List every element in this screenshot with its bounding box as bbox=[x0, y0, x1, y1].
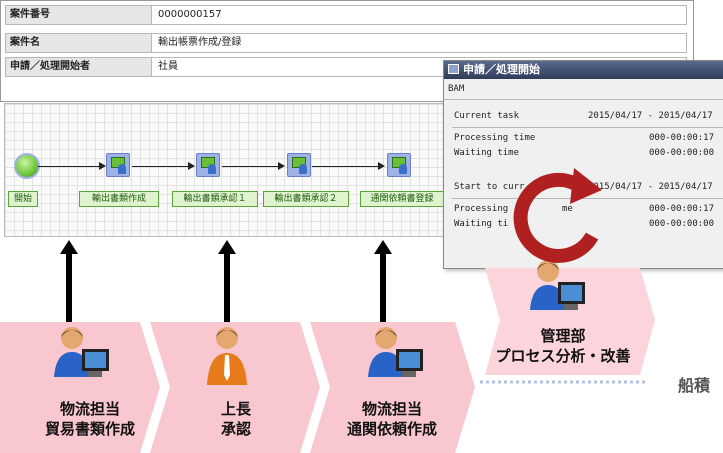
bam-header: 申請／処理開始 bbox=[444, 61, 723, 79]
connector-line bbox=[312, 166, 378, 167]
role-title: 管理部 bbox=[540, 327, 586, 345]
task-user-icon[interactable] bbox=[106, 153, 130, 177]
total-processing-suffix: me bbox=[562, 204, 573, 214]
total-waiting-value: 000-00:00:00 bbox=[649, 219, 715, 229]
bam-panel: 申請／処理開始 BAM Current task 2015/04/17 - 20… bbox=[443, 60, 723, 269]
person-at-pc-icon bbox=[54, 327, 109, 377]
connector-arrow-icon bbox=[378, 162, 385, 170]
connector-arrow-icon bbox=[278, 162, 285, 170]
up-arrow-shaft bbox=[66, 252, 72, 332]
case-number-label: 案件番号 bbox=[6, 6, 152, 24]
chevron-management bbox=[485, 268, 655, 375]
task-user-icon[interactable] bbox=[387, 153, 411, 177]
waiting-time-value: 000-00:00:00 bbox=[649, 148, 715, 158]
up-arrow-shaft bbox=[224, 252, 230, 332]
role-logistics-1: 物流担当 貿易書類作成 bbox=[5, 399, 175, 439]
next-step-label: 船積 bbox=[678, 376, 711, 395]
bam-title: 申請／処理開始 bbox=[463, 63, 540, 76]
divider bbox=[452, 127, 723, 128]
role-task: 貿易書類作成 bbox=[44, 420, 135, 438]
total-waiting-label: Waiting ti bbox=[454, 219, 509, 229]
cycle-arrow-icon bbox=[513, 168, 602, 263]
role-title: 上長 bbox=[220, 400, 251, 418]
role-task: 通関依頼作成 bbox=[346, 420, 437, 438]
case-info-panel: 案件番号 0000000157 案件名 輸出帳票作成/登録 申請／処理開始者 社… bbox=[0, 0, 694, 102]
case-name-label: 案件名 bbox=[6, 34, 152, 52]
chevron-logistics-2 bbox=[310, 322, 475, 453]
current-task-range: 2015/04/17 - 2015/04/17 bbox=[588, 111, 713, 121]
task-user-icon[interactable] bbox=[196, 153, 220, 177]
applicant-row: 申請／処理開始者 社員 bbox=[5, 57, 687, 77]
chevron-logistics-1 bbox=[0, 322, 160, 453]
up-arrow-icon bbox=[218, 240, 236, 254]
chevron-supervisor bbox=[150, 322, 320, 453]
divider bbox=[444, 99, 723, 100]
window-icon bbox=[448, 64, 459, 74]
case-number-value: 0000000157 bbox=[158, 9, 222, 20]
start-node-icon[interactable] bbox=[14, 153, 40, 179]
processing-time-value: 000-00:00:17 bbox=[649, 133, 715, 143]
case-number-row: 案件番号 0000000157 bbox=[5, 5, 687, 25]
up-arrow-icon bbox=[374, 240, 392, 254]
waiting-time-label: Waiting time bbox=[454, 148, 520, 158]
applicant-label: 申請／処理開始者 bbox=[6, 58, 152, 76]
connector-line bbox=[132, 166, 188, 167]
total-processing-value: 000-00:00:17 bbox=[649, 204, 715, 214]
start-to-current-range: 2015/04/17 - 2015/04/17 bbox=[588, 182, 713, 192]
up-arrow-icon bbox=[60, 240, 78, 254]
start-to-current-label: Start to curr bbox=[454, 182, 525, 192]
bam-subtitle: BAM bbox=[448, 84, 465, 94]
connector-line bbox=[38, 166, 100, 167]
person-at-pc-icon bbox=[530, 260, 585, 310]
task-user-icon[interactable] bbox=[287, 153, 311, 177]
role-title: 物流担当 bbox=[361, 400, 422, 418]
workflow-node-export-docs[interactable]: 輸出書類作成 bbox=[79, 191, 159, 207]
role-task: 承認 bbox=[220, 420, 251, 438]
role-task: プロセス分析・改善 bbox=[495, 347, 631, 365]
workflow-node-approval-2[interactable]: 輸出書類承認２ bbox=[263, 191, 349, 207]
case-name-value: 輸出帳票作成/登録 bbox=[158, 37, 242, 48]
total-processing-label: Processing bbox=[454, 204, 509, 214]
role-title: 物流担当 bbox=[59, 400, 120, 418]
connector-arrow-icon bbox=[188, 162, 195, 170]
connector-line bbox=[222, 166, 278, 167]
applicant-value: 社員 bbox=[158, 61, 178, 72]
divider bbox=[452, 198, 723, 199]
role-logistics-2: 物流担当 通関依頼作成 bbox=[307, 399, 477, 439]
workflow-node-approval-1[interactable]: 輸出書類承認１ bbox=[172, 191, 258, 207]
connector-arrow-icon bbox=[99, 162, 106, 170]
up-arrow-shaft bbox=[380, 252, 386, 332]
current-task-label: Current task bbox=[454, 111, 520, 121]
case-name-row: 案件名 輸出帳票作成/登録 bbox=[5, 33, 687, 53]
processing-time-label: Processing time bbox=[454, 133, 536, 143]
manager-person-icon bbox=[207, 327, 247, 385]
workflow-node-start[interactable]: 開始 bbox=[8, 191, 38, 207]
role-management: 管理部 プロセス分析・改善 bbox=[473, 326, 653, 366]
role-supervisor: 上長 承認 bbox=[151, 399, 321, 439]
person-at-pc-icon bbox=[368, 327, 423, 377]
role-chevrons bbox=[0, 268, 655, 453]
workflow-node-customs-request[interactable]: 通関依頼書登録 bbox=[360, 191, 444, 207]
